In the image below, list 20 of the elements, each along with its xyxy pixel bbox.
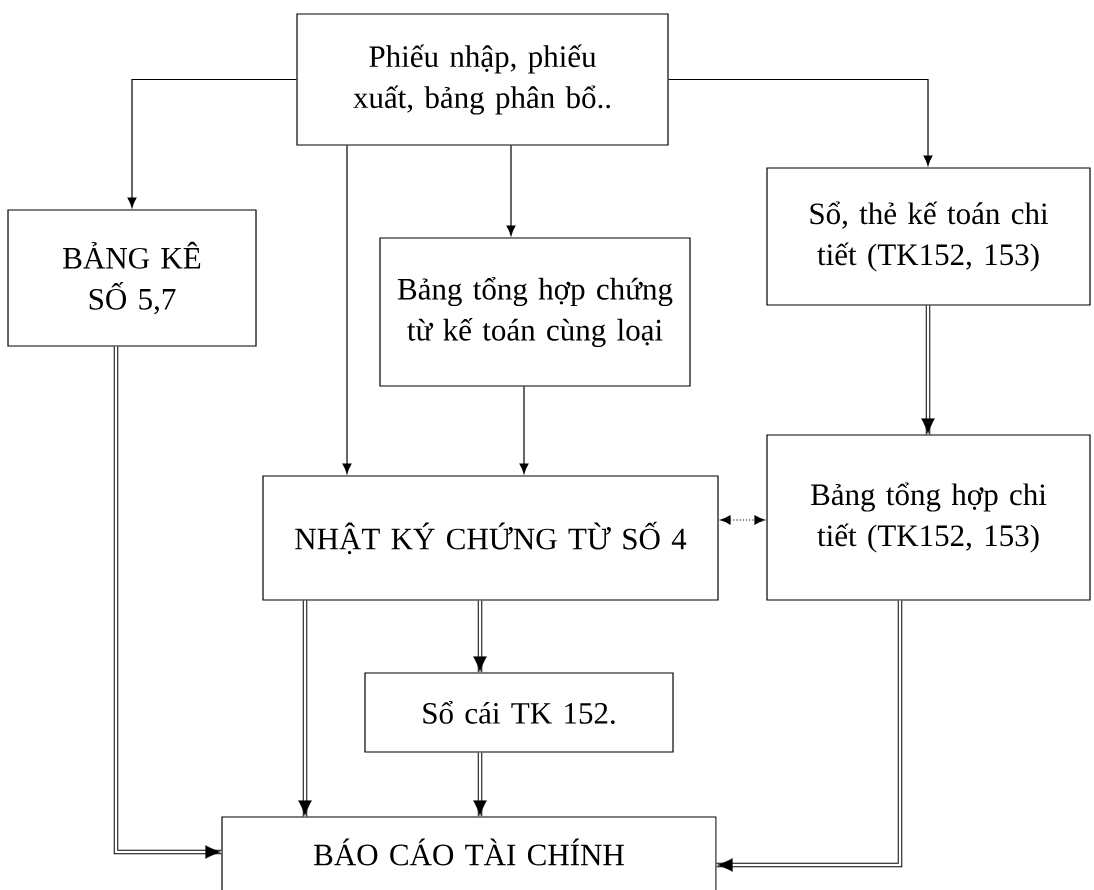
double-arrow <box>473 600 487 673</box>
process-box: Sổ, thẻ kế toán chi tiết (TK152, 153) <box>766 167 1091 306</box>
arrow <box>342 145 352 474</box>
double-arrow <box>113 346 222 859</box>
process-box: Sổ cái TK 152. <box>364 672 674 753</box>
double-arrow <box>298 600 312 817</box>
report-box: BÁO CÁO TÀI CHÍNH <box>221 816 717 890</box>
arrow <box>668 78 933 166</box>
document-box: Phiếu nhập, phiếu xuất, bảng phân bổ.. <box>296 13 669 146</box>
double-arrow <box>716 600 903 872</box>
double-arrow <box>473 752 487 817</box>
arrow <box>720 515 765 525</box>
process-box: NHẬT KÝ CHỨNG TỪ SỐ 4 <box>262 475 719 601</box>
double-arrow <box>921 305 935 435</box>
arrow <box>127 78 297 208</box>
process-box: Bảng tổng hợp chứng từ kế toán cùng loại <box>379 237 691 387</box>
process-box: Bảng tổng hợp chi tiết (TK152, 153) <box>766 434 1091 601</box>
process-box: BẢNG KÊ SỐ 5,7 <box>7 209 257 347</box>
arrow <box>519 386 529 474</box>
arrow <box>506 145 516 236</box>
